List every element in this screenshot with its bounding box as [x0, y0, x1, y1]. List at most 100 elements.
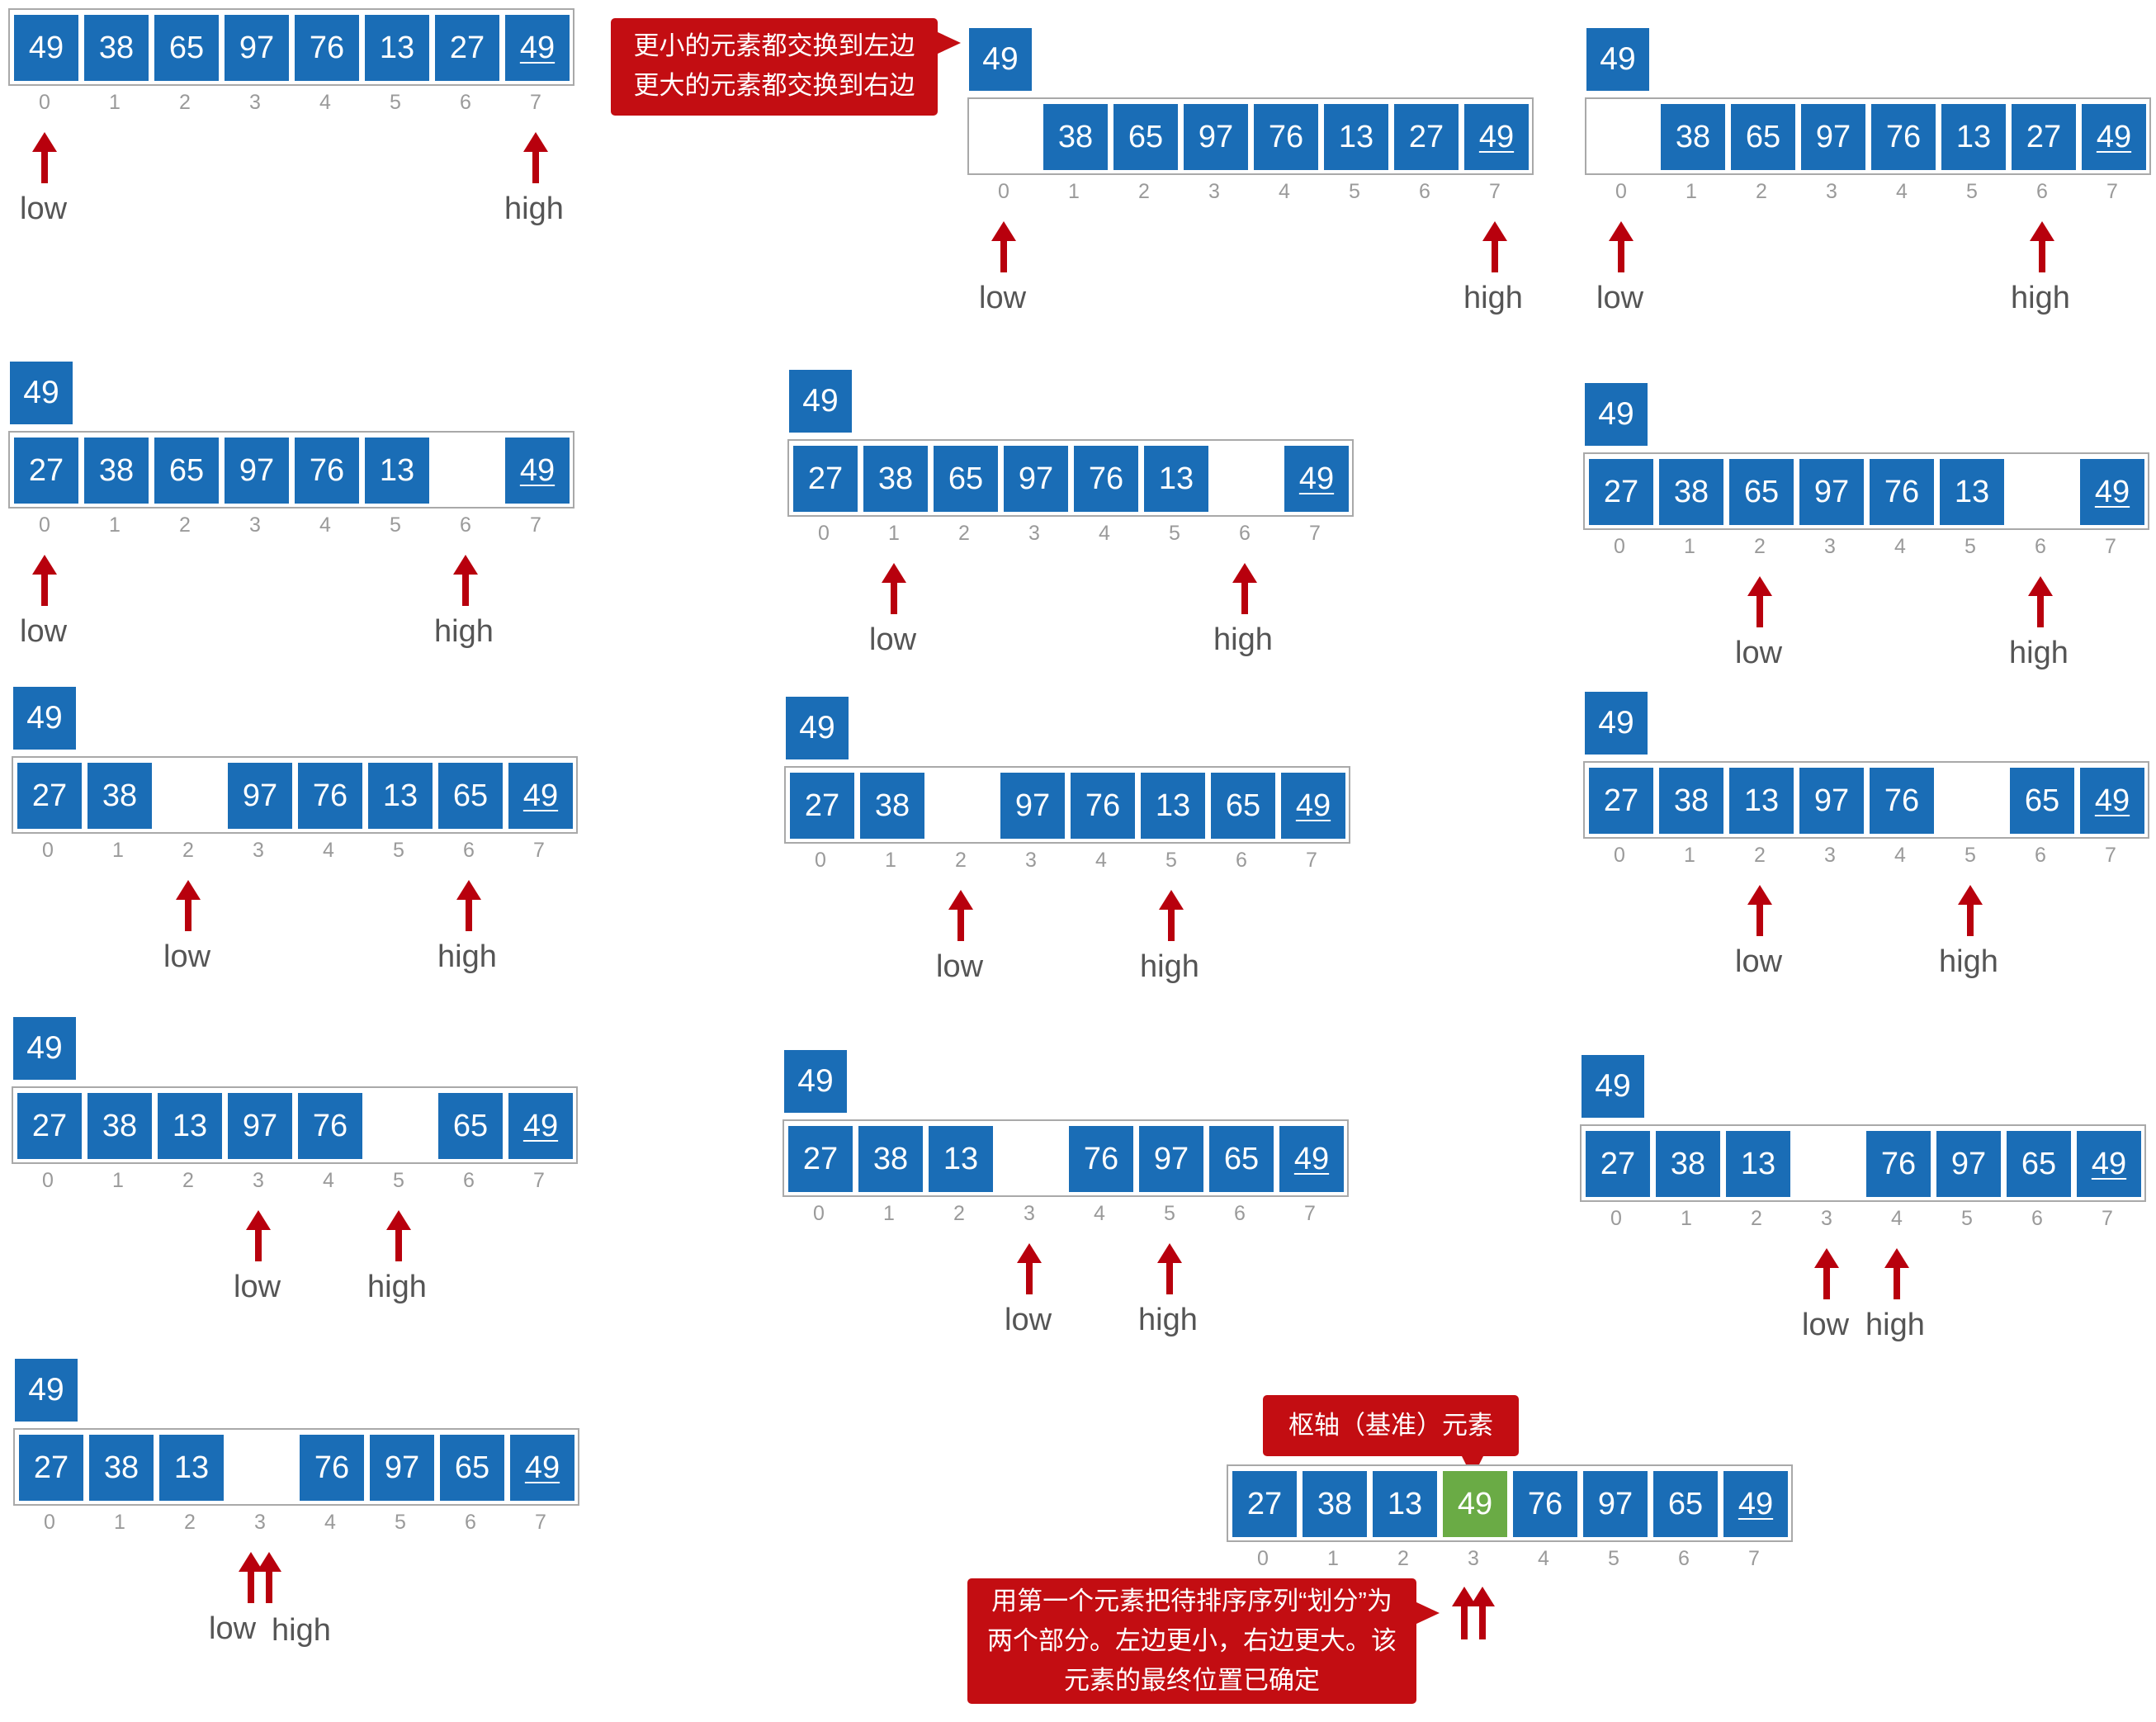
low-arrow [1452, 1587, 1477, 1639]
index-label: 0 [42, 1169, 54, 1192]
low-arrow-head [991, 221, 1016, 241]
index-label: 7 [535, 1511, 546, 1534]
low-arrow-shaft [41, 149, 48, 183]
pivot-box: 49 [789, 370, 852, 433]
cell-value: 65 [168, 30, 205, 65]
summary-line-1: 用第一个元素把待排序序列“划分”为 [991, 1587, 1392, 1616]
index-label: 3 [253, 1169, 264, 1192]
cell-value: 13 [943, 1141, 979, 1176]
high-arrow [1159, 890, 1184, 941]
array-cell: 76 [1870, 459, 1934, 525]
cell-value: 76 [1085, 788, 1121, 823]
array-cell: 38 [1659, 459, 1723, 525]
index-label: 6 [1678, 1547, 1690, 1570]
index-label: 2 [958, 522, 970, 545]
cell-value: 38 [98, 30, 135, 65]
cell-value: 97 [1198, 119, 1234, 154]
array-cell: 38 [858, 1126, 923, 1192]
index-label: 6 [1236, 849, 1247, 872]
index-label: 1 [888, 522, 900, 545]
index-label: 7 [1489, 180, 1501, 203]
cell-value: 76 [312, 778, 348, 813]
array-cell: 49 [510, 1435, 574, 1501]
high-arrow-shaft [395, 1227, 402, 1261]
index-label: 3 [1025, 849, 1037, 872]
pivot-box: 49 [13, 687, 76, 750]
summary-line-3: 元素的最终位置已确定 [1064, 1666, 1320, 1695]
index-label: 6 [460, 513, 471, 537]
cell-value: 27 [1603, 474, 1639, 509]
cell-value: 13 [173, 1450, 210, 1485]
cell-value: 27 [31, 1108, 68, 1143]
low-arrow-head [882, 563, 906, 583]
array-cell: 27 [1589, 768, 1653, 834]
index-label: 7 [2102, 1207, 2113, 1230]
cell-value: 97 [1018, 461, 1054, 496]
index-label: 3 [1208, 180, 1220, 203]
pivot-box: 49 [969, 28, 1032, 91]
cell-value: 27 [33, 1450, 69, 1485]
array-cell: 49 [2077, 1131, 2141, 1197]
cell-value: 65 [1743, 474, 1780, 509]
low-arrow-shaft [255, 1227, 262, 1261]
array-cell: 65 [1653, 1471, 1718, 1537]
array-cell: 65 [154, 15, 219, 81]
cell-value: 49 [519, 452, 556, 488]
high-arrow [1958, 885, 1983, 936]
low-arrow-shaft [185, 896, 191, 931]
index-label: 3 [254, 1511, 266, 1534]
index-label: 6 [463, 1169, 475, 1192]
cell-value: 65 [1128, 119, 1164, 154]
cell-value: 76 [314, 1450, 350, 1485]
index-label: 6 [460, 91, 471, 114]
index-label: 6 [1234, 1202, 1246, 1225]
array-cell: 65 [440, 1435, 504, 1501]
index-label: 3 [1024, 1202, 1035, 1225]
cell-value: 65 [1223, 1141, 1260, 1176]
array-cell: 13 [1141, 773, 1205, 839]
high-arrow [2028, 576, 2053, 627]
cell-value: 76 [1088, 461, 1124, 496]
index-label: 5 [393, 1169, 404, 1192]
high-arrow-shaft [2037, 593, 2044, 627]
array-cell: 13 [158, 1093, 222, 1159]
index-label: 2 [953, 1202, 965, 1225]
cell-value: 97 [239, 30, 275, 65]
index-label: 4 [319, 513, 331, 537]
high-arrow-shaft [2039, 238, 2045, 272]
index-label: 7 [2105, 844, 2116, 867]
array-cell: 13 [1324, 104, 1388, 170]
low-arrow-shaft [957, 906, 964, 941]
cell-value: 13 [382, 778, 418, 813]
low-arrow-head [176, 880, 201, 900]
high-arrow [1482, 221, 1507, 272]
high-label: high [1140, 949, 1199, 984]
cell-value: 13 [379, 452, 415, 488]
index-label: 0 [813, 1202, 825, 1225]
summary-line-2: 两个部分。左边更小，右边更大。该 [987, 1626, 1397, 1655]
array-cell: 49 [1464, 104, 1529, 170]
index-label: 5 [390, 513, 401, 537]
array-cell: 49 [1279, 1126, 1344, 1192]
index-label: 6 [465, 1511, 476, 1534]
array-cell: 65 [1729, 459, 1794, 525]
cell-value: 38 [103, 1450, 139, 1485]
low-arrow-head [32, 132, 57, 152]
index-label: 3 [1824, 535, 1836, 558]
cell-value: 49 [1457, 1486, 1493, 1521]
array-cell: 65 [438, 763, 503, 829]
cell-value: 65 [2021, 1146, 2057, 1181]
cell-value: 76 [1527, 1486, 1563, 1521]
cell-value: 38 [1670, 1146, 1706, 1181]
low-arrow [1609, 221, 1634, 272]
index-label: 2 [182, 1169, 194, 1192]
high-label: high [1939, 944, 1998, 979]
array-cell: 97 [228, 763, 292, 829]
low-arrow [1017, 1243, 1042, 1294]
high-arrow-head [1482, 221, 1507, 241]
array-cell: 76 [1513, 1471, 1577, 1537]
array-cell: 13 [365, 15, 429, 81]
index-label: 7 [533, 839, 545, 862]
cell-value: 49 [2094, 474, 2130, 509]
high-arrow-head [1157, 1243, 1182, 1263]
